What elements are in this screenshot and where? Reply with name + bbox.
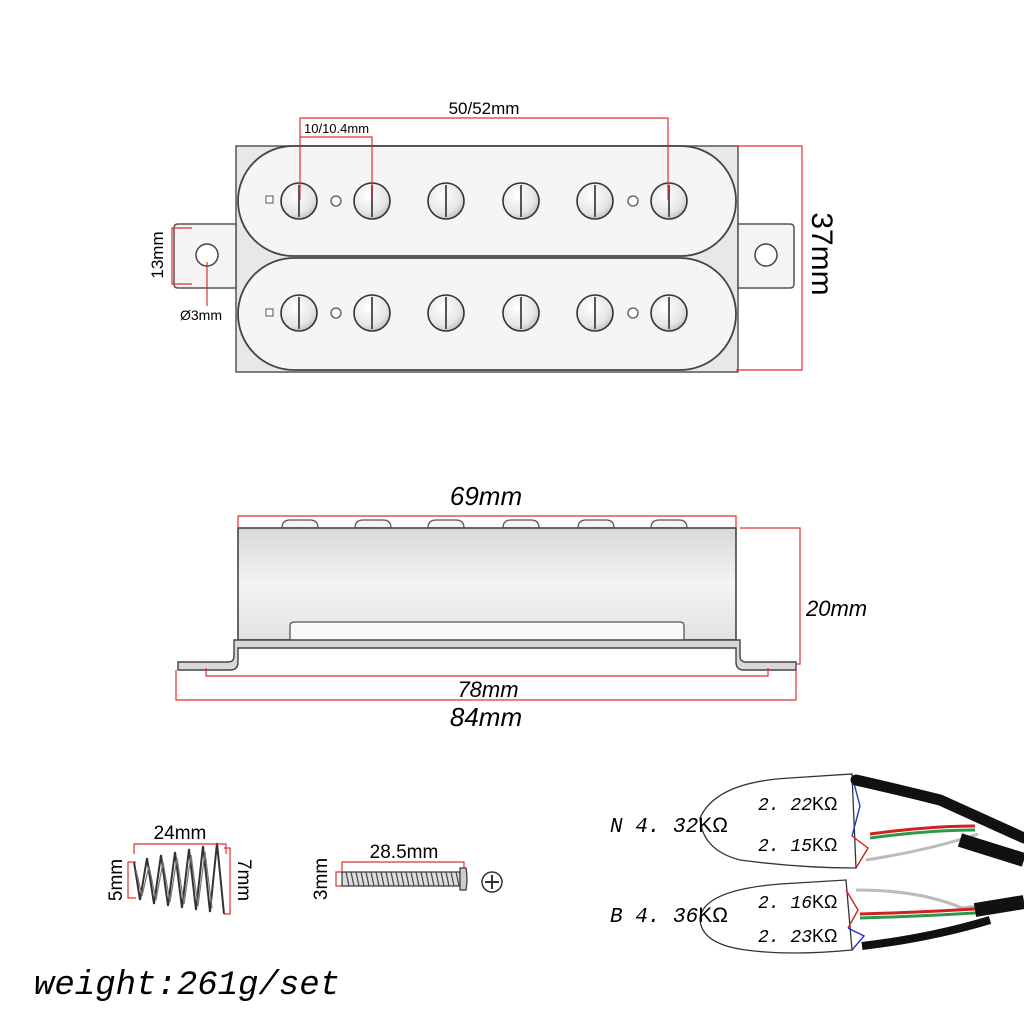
- right-mount-hole: [754, 243, 778, 267]
- pole-pieces: [280, 182, 688, 332]
- height-label: 37mm: [805, 212, 838, 295]
- wiring-bridge: [699, 879, 1024, 954]
- spring-dimensions: [127, 843, 231, 915]
- spring-large-label: 7mm: [233, 859, 254, 901]
- coil-marker: [265, 195, 274, 204]
- total-width-label: 84mm: [450, 702, 522, 732]
- pole-span-label: 50/52mm: [449, 99, 520, 118]
- neck-coil-a-label: 2. 22KΩ: [758, 794, 837, 816]
- top-view: [173, 145, 795, 373]
- screw-thread: [400, 871, 405, 887]
- screw-thread: [440, 871, 445, 887]
- bridge-total-label: B 4. 36KΩ: [610, 904, 728, 929]
- spring-small-label: 5mm: [106, 859, 127, 901]
- spring-length-label: 24mm: [154, 823, 207, 844]
- small-hole: [330, 307, 342, 319]
- screw-thread: [455, 871, 460, 887]
- cover-body: [237, 527, 737, 641]
- screw-length-label: 28.5mm: [370, 842, 439, 863]
- pole-tops: [281, 519, 688, 529]
- screw-thread: [430, 871, 435, 887]
- screw-thread: [425, 871, 430, 887]
- screw-thread: [410, 871, 415, 887]
- screw-thread: [405, 871, 410, 887]
- inner-width-label: 78mm: [457, 677, 518, 702]
- side-height-label: 20mm: [805, 596, 867, 621]
- small-hole: [627, 307, 639, 319]
- side-dimensions: [175, 515, 801, 701]
- screw-thread: [415, 871, 420, 887]
- spring: [133, 842, 225, 915]
- pole-spacing-label: 10/10.4mm: [304, 121, 369, 136]
- screw-thread: [385, 871, 390, 887]
- cover-notch: [289, 621, 685, 640]
- screw-thread: [380, 871, 385, 887]
- weight-label: weight:261g/set: [34, 967, 340, 1005]
- neck-total-label: N 4. 32KΩ: [610, 814, 728, 839]
- screw-thread: [355, 871, 360, 887]
- side-view: [177, 519, 797, 671]
- baseplate-side: [177, 639, 797, 671]
- screw-thread: [360, 871, 365, 887]
- screw-thread: [375, 871, 380, 887]
- screw-dimensions: [335, 861, 465, 887]
- screw-thread: [350, 871, 355, 887]
- screw-thread: [445, 871, 450, 887]
- hole-diameter-label: Ø3mm: [180, 307, 222, 323]
- screw-thread: [395, 871, 400, 887]
- wiring-neck: [699, 773, 1024, 869]
- screw-thread: [435, 871, 440, 887]
- screw-thread: [450, 871, 455, 887]
- screw-thread: [420, 871, 425, 887]
- screw: [341, 867, 503, 893]
- top-bobbin: [237, 145, 737, 257]
- screw-thread: [345, 871, 350, 887]
- small-hole: [627, 195, 639, 207]
- top-dimensions: [171, 117, 803, 371]
- tab-width-label: 13mm: [148, 231, 167, 278]
- screw-thread: [390, 871, 395, 887]
- bottom-bobbin: [237, 257, 737, 371]
- screw-thread: [370, 871, 375, 887]
- screw-thread: [365, 871, 370, 887]
- screw-diameter-label: 3mm: [311, 858, 332, 900]
- bridge-coil-a-label: 2. 16KΩ: [758, 892, 837, 914]
- bridge-coil-b-label: 2. 23KΩ: [758, 926, 837, 948]
- neck-coil-b-label: 2. 15KΩ: [758, 835, 837, 857]
- coil-marker: [265, 308, 274, 317]
- top-width-label: 69mm: [450, 481, 522, 511]
- small-hole: [330, 195, 342, 207]
